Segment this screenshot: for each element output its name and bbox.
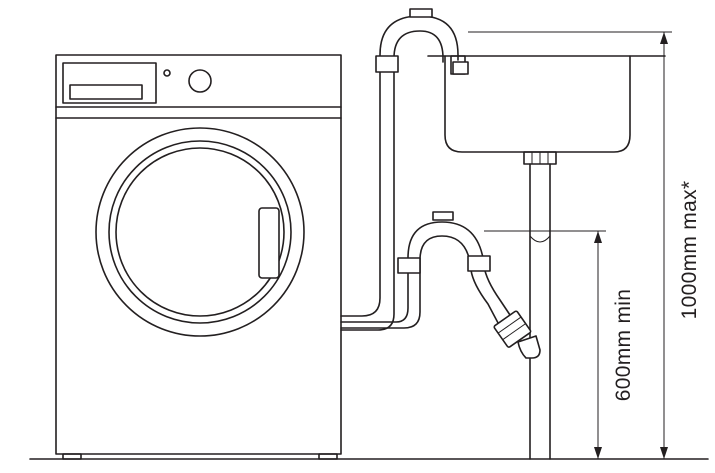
dim-600-arrow-top [594,231,602,243]
indicator-light [163,69,171,77]
detergent-drawer [62,62,157,104]
guide-nut [493,310,532,348]
nut-rib [497,316,522,334]
program-knob [188,69,212,93]
min-height-label: 600mm min [612,289,635,401]
sink-basin [444,55,631,153]
drain-hose-top-clip [432,211,454,221]
nut-rib [502,323,526,341]
machine-body [55,54,342,455]
drawer-handle [69,84,143,100]
standpipe-water-level [529,235,551,243]
hose-inner [340,30,444,331]
hose-clip-top [409,8,433,18]
hose-u-guide [493,310,532,348]
machine-foot-left [62,453,82,460]
drain-hose-inner [340,235,507,339]
max-height-label: 1000mm max* [678,181,701,320]
hose-to-standpipe [340,211,541,359]
machine-foot-right [318,453,338,460]
dimension-1000: 1000mm max* [468,31,701,459]
door-outer-ring [95,127,305,337]
guide-nozzle [517,335,541,359]
door-middle-ring [108,140,292,324]
hose-outer [340,15,459,317]
door-handle [258,207,280,279]
dim-600-arrow-bottom [594,447,602,459]
drain-hose-clip-right [467,255,491,272]
hose-to-tap [340,8,469,331]
door-glass [115,147,285,317]
standpipe [529,163,551,460]
drain-hose-clip [397,257,421,274]
dimension-600: 600mm min [484,230,635,459]
drain-hose-outer [340,221,521,331]
washing-machine [55,54,342,460]
dim-1000-arrow-top [660,32,668,44]
hose-guide-clip [375,55,399,73]
dim-1000-arrow-bottom [660,447,668,459]
hose-end-in-sink [452,61,469,75]
